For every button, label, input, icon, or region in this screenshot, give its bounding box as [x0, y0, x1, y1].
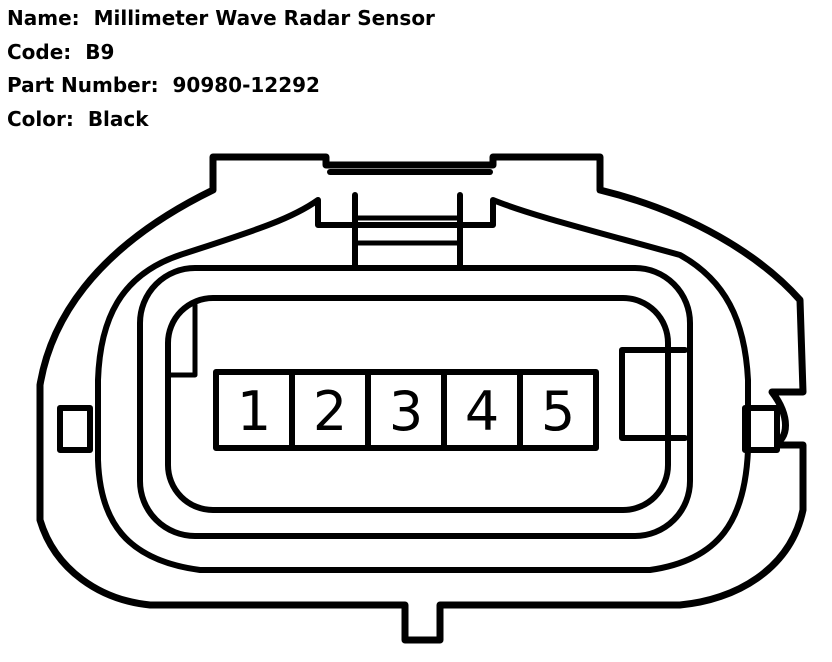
color-row: Color: Black — [7, 103, 435, 137]
pin-number-1: 1 — [237, 380, 271, 443]
cavity-outer — [137, 265, 693, 539]
code-row: Code: B9 — [7, 36, 435, 70]
part-number-row: Part Number: 90980-12292 — [7, 69, 435, 103]
left-tab — [57, 405, 93, 453]
pin-cavity-5 — [517, 369, 599, 451]
color-value: Black — [87, 106, 149, 131]
right-latch-block — [619, 347, 688, 441]
pin-number-5: 5 — [541, 380, 575, 443]
housing-outline — [36, 153, 807, 644]
left-key-notch — [167, 302, 198, 378]
code-label: Code: — [7, 39, 72, 64]
connector-info: Name: Millimeter Wave Radar Sensor Code:… — [7, 2, 435, 136]
pin-cavity-1 — [213, 369, 295, 451]
pin-cavity-2 — [289, 369, 371, 451]
pin-cavity-4 — [441, 369, 523, 451]
name-value: Millimeter Wave Radar Sensor — [93, 6, 435, 30]
color-label: Color: — [7, 106, 74, 131]
name-label: Name: — [7, 6, 80, 30]
cavity-inner — [165, 295, 671, 513]
pin-number-3: 3 — [389, 380, 423, 443]
part-number-value: 90980-12292 — [172, 73, 320, 97]
name-row: Name: Millimeter Wave Radar Sensor — [7, 2, 435, 36]
inner-body-outline — [95, 197, 751, 573]
pin-number-4: 4 — [465, 380, 499, 443]
code-value: B9 — [85, 39, 115, 64]
pin-number-2: 2 — [313, 380, 347, 443]
part-number-label: Part Number: — [7, 73, 159, 97]
